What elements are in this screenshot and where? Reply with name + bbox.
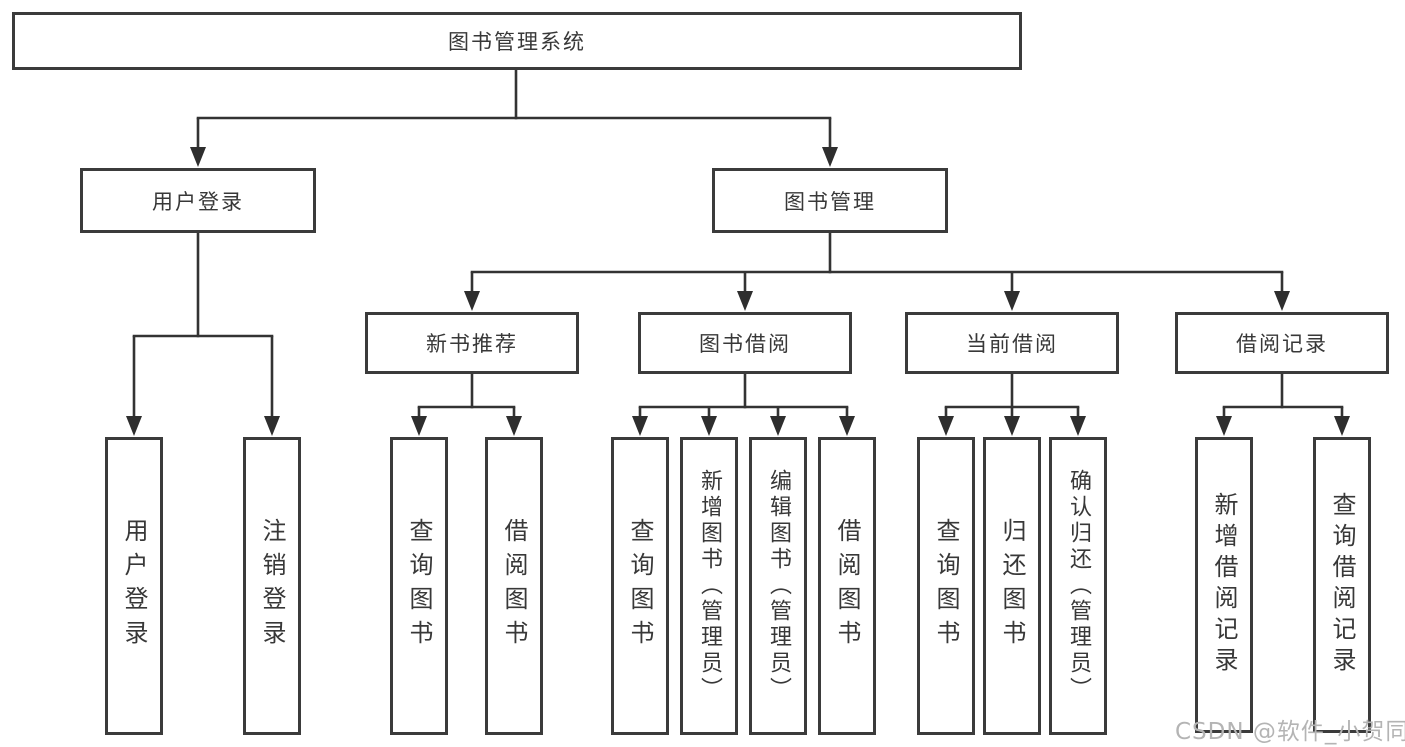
node-new-book-recommendation: 新书推荐	[365, 312, 579, 374]
leaf-add-book-admin: 新增图书（管理员）	[680, 437, 738, 735]
leaf-logout: 注销登录	[243, 437, 301, 735]
arrowheads	[126, 147, 1350, 436]
leaf-query-books-current: 查询图书	[917, 437, 975, 735]
leaf-user-login: 用户登录	[105, 437, 163, 735]
node-label: 注销登录	[258, 518, 286, 654]
node-label: 新增借阅记录	[1210, 492, 1238, 678]
node-root-system: 图书管理系统	[12, 12, 1022, 70]
node-label: 借阅图书	[500, 518, 528, 654]
node-label: 新书推荐	[426, 332, 518, 356]
node-label: 图书借阅	[699, 332, 791, 356]
leaf-query-borrow-record: 查询借阅记录	[1313, 437, 1371, 733]
leaf-edit-book-admin: 编辑图书（管理员）	[749, 437, 807, 735]
node-label: 用户登录	[152, 189, 244, 214]
leaf-query-books-recommend: 查询图书	[390, 437, 448, 735]
node-book-borrowing: 图书借阅	[638, 312, 852, 374]
leaf-query-books-borrowing: 查询图书	[611, 437, 669, 735]
leaf-borrow-books-recommend: 借阅图书	[485, 437, 543, 735]
leaf-add-borrow-record: 新增借阅记录	[1195, 437, 1253, 733]
node-label: 借阅图书	[833, 518, 861, 654]
node-label: 查询借阅记录	[1328, 492, 1356, 678]
node-label: 查询图书	[932, 518, 960, 654]
node-label: 确认归还（管理员）	[1066, 469, 1091, 703]
node-label: 编辑图书（管理员）	[766, 469, 791, 703]
node-user-login: 用户登录	[80, 168, 316, 233]
watermark-text: CSDN @软件_小贺同学	[1175, 719, 1405, 745]
leaf-confirm-return-admin: 确认归还（管理员）	[1049, 437, 1107, 735]
node-label: 借阅记录	[1236, 332, 1328, 356]
node-label: 查询图书	[626, 518, 654, 654]
node-label: 图书管理	[784, 189, 876, 214]
node-label: 当前借阅	[966, 332, 1058, 356]
node-label: 查询图书	[405, 518, 433, 654]
node-label: 图书管理系统	[448, 30, 586, 54]
leaf-borrow-books-borrowing: 借阅图书	[818, 437, 876, 735]
node-current-borrowing: 当前借阅	[905, 312, 1119, 374]
node-label: 新增图书（管理员）	[697, 469, 722, 703]
node-borrowing-records: 借阅记录	[1175, 312, 1389, 374]
node-label: 用户登录	[120, 518, 148, 654]
node-label: 归还图书	[998, 518, 1026, 654]
node-book-management: 图书管理	[712, 168, 948, 233]
leaf-return-book: 归还图书	[983, 437, 1041, 735]
